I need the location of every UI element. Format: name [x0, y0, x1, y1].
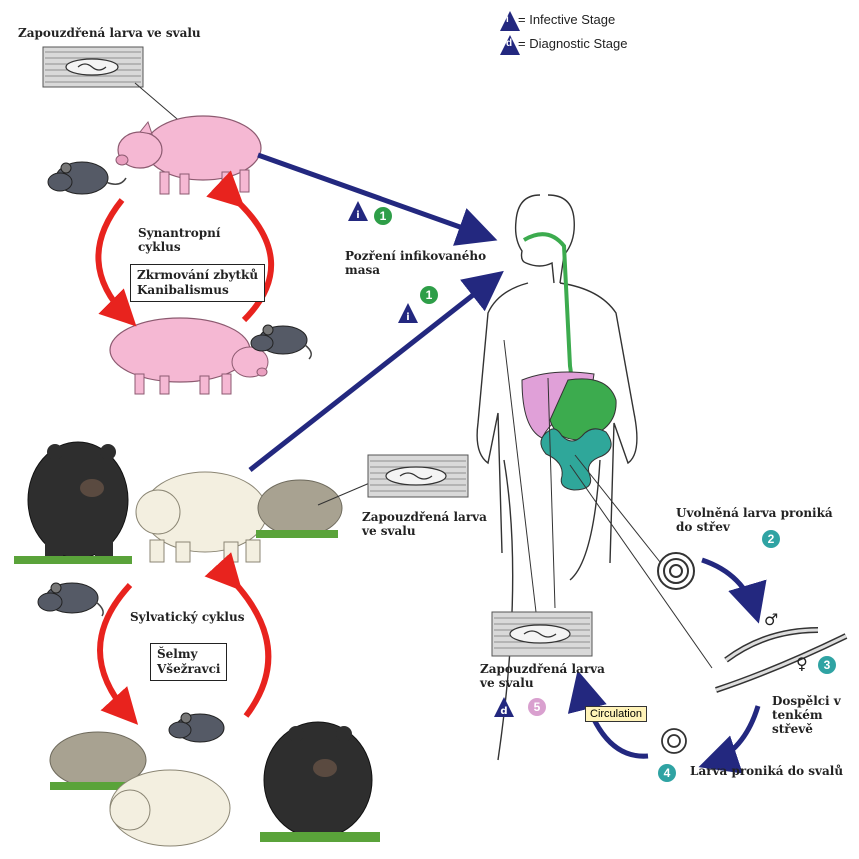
synanthropic-arrow-left — [98, 200, 128, 318]
encysted-larva-muscle-mid — [368, 455, 468, 497]
pig-top — [116, 116, 261, 194]
ingestion-arrow-top — [258, 155, 488, 237]
legend-infective-label: = Infective Stage — [518, 12, 615, 27]
step-2-badge: 2 — [762, 530, 780, 548]
encysted-larva-muscle-bottom — [492, 612, 592, 656]
legend-diagnostic-label: = Diagnostic Stage — [518, 36, 627, 51]
arrow-adults-to-larva — [708, 706, 758, 764]
label-mid-larva: Zapouzdřená larva ve svalu — [362, 510, 487, 538]
polar-bear-bottom — [110, 770, 230, 846]
label-synantropic-cycle: Synantropní cyklus — [138, 226, 220, 254]
step-1-badge-top: 1 — [374, 207, 392, 225]
legend-infective-letter: i — [506, 14, 514, 25]
fox-mid — [256, 480, 372, 538]
step-1-badge-bottom: 1 — [420, 286, 438, 304]
svg-text:d: d — [500, 706, 507, 717]
pig-bottom — [110, 318, 268, 394]
rat-sylvatic-bottom — [169, 713, 224, 742]
arrow-larva-to-adults — [702, 560, 756, 614]
sylvatic-arrow-right — [234, 582, 268, 716]
label-bottom-larva: Zapouzdřená larva ve svalu — [480, 662, 605, 690]
sylvatic-box: Šelmy Všežravci — [150, 643, 227, 681]
label-larva-to-muscle: Larva proniká do svalů — [690, 764, 843, 778]
label-sylvatic-cycle: Sylvatický cyklus — [130, 610, 244, 624]
legend-diagnostic: d = Diagnostic Stage — [506, 36, 627, 51]
synanthropic-arrow-right — [236, 200, 271, 320]
svg-text:i: i — [406, 312, 409, 323]
encysted-larva-muscle-top — [43, 47, 190, 130]
male-symbol: ♂ — [764, 610, 778, 629]
legend-diagnostic-letter: d — [506, 38, 514, 49]
ingestion-arrow-bottom — [250, 277, 496, 470]
infective-stage-icon-1: i — [348, 201, 368, 221]
sylvatic-arrow-left — [100, 585, 130, 716]
black-bear-bottom — [260, 722, 380, 842]
label-ingestion: Pozření infikovaného masa — [345, 249, 486, 277]
label-adults: Dospělci v tenkém střevě — [772, 694, 859, 736]
rat-top — [48, 162, 126, 194]
released-larva-coil — [658, 553, 694, 589]
step-3-badge: 3 — [818, 656, 836, 674]
polar-bear-mid — [136, 472, 267, 562]
step-4-badge: 4 — [658, 764, 676, 782]
svg-text:i: i — [356, 210, 359, 221]
circulation-label: Circulation — [585, 706, 647, 722]
black-bear-left — [14, 442, 132, 564]
rat-sylvatic-top — [38, 583, 103, 616]
label-released-larva: Uvolněná larva proniká do střev — [676, 506, 833, 534]
diagnostic-stage-icon: d — [494, 697, 514, 717]
label-top-larva: Zapouzdřená larva ve svalu — [18, 26, 201, 40]
female-symbol: ♀ — [796, 654, 808, 673]
legend-infective: i = Infective Stage — [506, 12, 615, 27]
synantropic-box: Zkrmování zbytků Kanibalismus — [130, 264, 265, 302]
step-5-badge: 5 — [528, 698, 546, 716]
migrating-larva — [662, 729, 686, 753]
infective-stage-icon-2: i — [398, 303, 418, 323]
